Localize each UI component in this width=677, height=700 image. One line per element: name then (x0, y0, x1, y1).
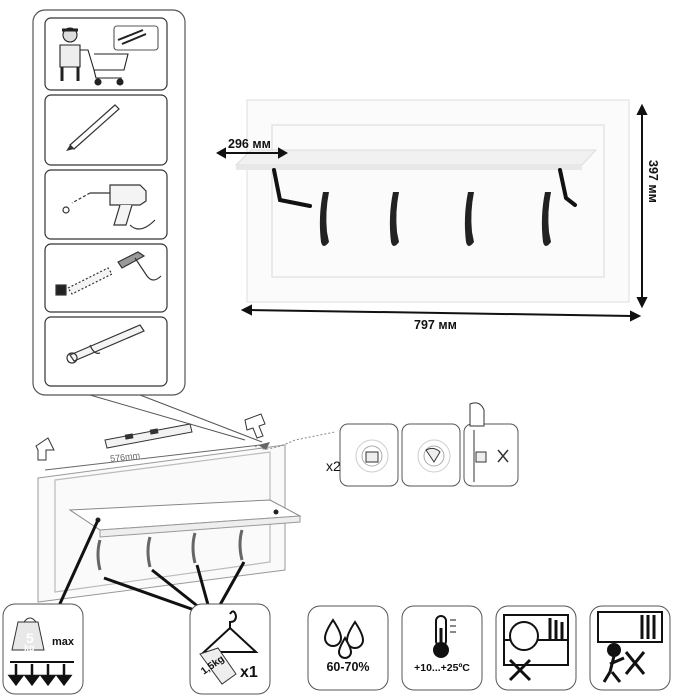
max-load-tag: max (52, 636, 75, 648)
shelf-depth-label: 296 мм (228, 137, 271, 151)
tools-column (32, 9, 186, 396)
temperature-badge (401, 605, 483, 691)
no-climb-icon (495, 605, 577, 691)
callout-lines (89, 394, 263, 443)
width-label: 797 мм (414, 318, 457, 332)
fastening-detail (339, 402, 519, 487)
drill-icon (62, 184, 156, 230)
humidity-badge (307, 605, 389, 691)
max-load-unit: kg (24, 643, 35, 653)
humidity-label: 60-70% (326, 660, 370, 674)
thermometer-icon (433, 615, 456, 658)
dimension-arrows (215, 103, 648, 322)
pencil-icon (66, 104, 120, 151)
water-drops-icon (323, 618, 365, 659)
hook-load-badge (189, 603, 271, 695)
worker-with-cart-icon (59, 25, 159, 86)
hook-count-label: x2 (326, 458, 341, 474)
spirit-level-icon (104, 423, 193, 449)
max-load-badge (2, 603, 84, 695)
product-front-view (234, 99, 630, 303)
no-hang-icon (589, 605, 671, 691)
screwdriver-icon (66, 324, 145, 364)
height-label: 397 мм (646, 160, 660, 203)
temperature-label: +10...+25ºC (414, 662, 470, 674)
max-load-value: 5 (26, 630, 34, 646)
hammer-icon (55, 251, 162, 296)
mounting-diagram (35, 413, 336, 614)
hook-multiplier: x1 (240, 664, 258, 681)
